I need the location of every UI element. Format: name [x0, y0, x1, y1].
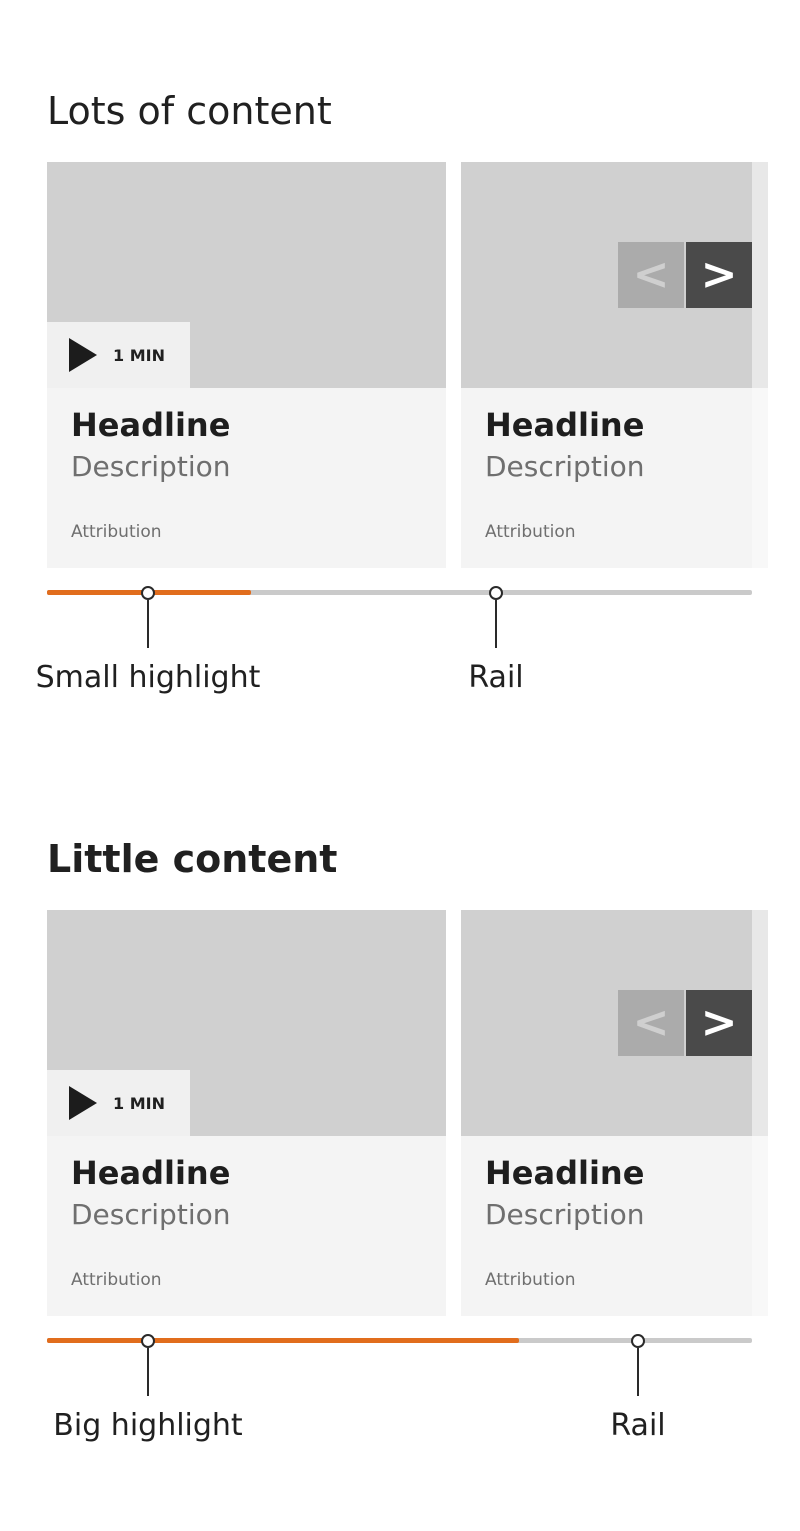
promo-card[interactable]: 1 MIN Headline Description Attribution: [47, 162, 446, 568]
scrollbar-rail: [47, 590, 752, 595]
annotation-label: Rail: [610, 1408, 666, 1443]
play-icon: [69, 338, 97, 372]
scrollbar-highlight[interactable]: [47, 1338, 520, 1343]
carousel-nav: < >: [618, 990, 752, 1056]
annotation-dot: [631, 1334, 645, 1348]
card-attribution: Attribution: [485, 1270, 576, 1290]
annotation-dot: [141, 1334, 155, 1348]
chevron-left-icon[interactable]: <: [618, 990, 684, 1056]
promo-card[interactable]: < > Headline Description Attribution: [461, 162, 768, 568]
card-headline: Headline: [485, 406, 645, 444]
annotation-label: Small highlight: [35, 660, 261, 695]
card-description: Description: [71, 1198, 231, 1231]
chevron-right-icon[interactable]: >: [686, 990, 752, 1056]
annotation-label: Rail: [468, 660, 524, 695]
section-little-content: Little content 1 MIN Headline Descriptio…: [0, 748, 800, 1448]
annotation-line: [147, 1348, 149, 1396]
play-icon: [69, 1086, 97, 1120]
annotation-label: Big highlight: [53, 1408, 243, 1443]
chevron-right-icon[interactable]: >: [686, 242, 752, 308]
annotation-dot: [489, 586, 503, 600]
chevron-left-icon[interactable]: <: [618, 242, 684, 308]
card-attribution: Attribution: [71, 522, 162, 542]
duration-label: 1 MIN: [113, 1093, 165, 1113]
card-headline: Headline: [71, 1154, 231, 1192]
card-attribution: Attribution: [485, 522, 576, 542]
annotation-dot: [141, 586, 155, 600]
promo-card[interactable]: 1 MIN Headline Description Attribution: [47, 910, 446, 1316]
annotation-line: [637, 1348, 639, 1396]
card-attribution: Attribution: [71, 1270, 162, 1290]
scrollbar[interactable]: [47, 1338, 752, 1343]
card-description: Description: [71, 450, 231, 483]
next-card-peek: [752, 910, 768, 1136]
section-lots-of-content: Lots of content 1 MIN Headline Descripti…: [0, 0, 800, 700]
card-description: Description: [485, 450, 645, 483]
card-headline: Headline: [485, 1154, 645, 1192]
section-title: Lots of content: [47, 89, 332, 133]
duration-label: 1 MIN: [113, 345, 165, 365]
section-title: Little content: [47, 837, 338, 881]
next-card-peek: [752, 162, 768, 388]
promo-card[interactable]: < > Headline Description Attribution: [461, 910, 768, 1316]
media-duration-badge: 1 MIN: [47, 322, 190, 388]
carousel-nav: < >: [618, 242, 752, 308]
annotation-line: [147, 600, 149, 648]
card-description: Description: [485, 1198, 645, 1231]
annotation-line: [495, 600, 497, 648]
card-headline: Headline: [71, 406, 231, 444]
media-duration-badge: 1 MIN: [47, 1070, 190, 1136]
